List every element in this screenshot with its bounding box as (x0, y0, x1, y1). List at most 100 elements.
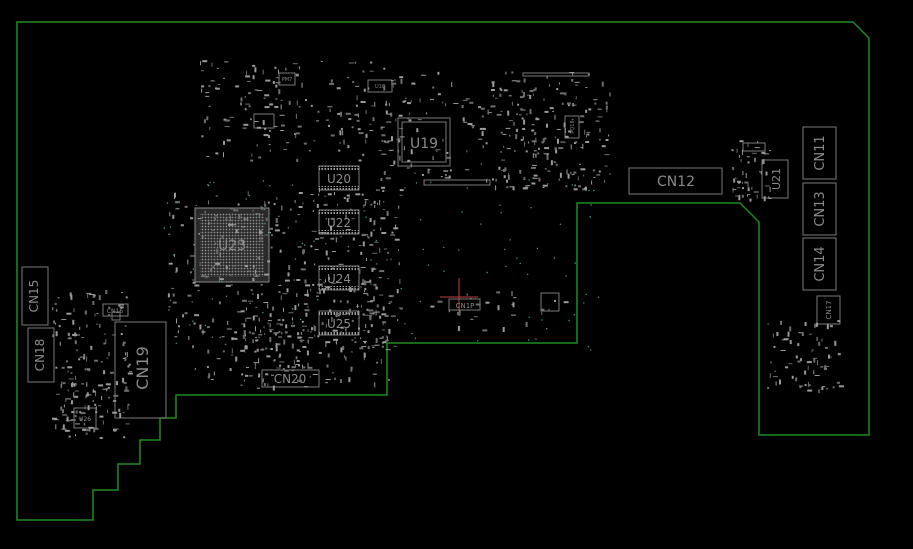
smd-pad (516, 113, 518, 115)
via-dot (443, 246, 445, 249)
smd-pad (369, 312, 374, 315)
smd-pad (246, 80, 251, 82)
smd-pad (465, 169, 470, 171)
component-cn20[interactable]: CN20 (261, 369, 320, 388)
smd-pad (785, 366, 789, 369)
smd-pad (512, 186, 515, 191)
smd-pad (364, 314, 369, 316)
component-cn12[interactable]: CN12 (628, 167, 723, 195)
component-u20[interactable]: U20 (318, 165, 360, 191)
component-pm7[interactable]: PM7 (278, 72, 296, 86)
smd-pad (780, 350, 786, 351)
smd-pad (108, 314, 111, 317)
via-dot (264, 223, 266, 225)
smd-pad (218, 301, 221, 305)
smd-pad (381, 153, 387, 155)
smd-pad (605, 105, 608, 110)
component-u18[interactable]: U18 (367, 79, 393, 93)
component-cn1p[interactable]: CN1P (448, 298, 481, 311)
smd-pad (505, 71, 507, 75)
smd-pad (190, 217, 194, 220)
smd-pad (398, 149, 400, 153)
smd-pad (241, 299, 247, 302)
component-u22[interactable]: U22 (318, 209, 360, 235)
smd-pad (421, 74, 427, 76)
smd-pad (204, 210, 206, 213)
via-dot (375, 240, 377, 242)
smd-pad (209, 127, 211, 130)
smd-pad (398, 249, 399, 252)
smd-pad (250, 289, 253, 292)
smd-pad (396, 289, 399, 294)
smd-pad (522, 128, 526, 130)
via-dot (573, 314, 575, 316)
component-cn17[interactable]: CN17 (816, 295, 841, 325)
smd-pad (304, 309, 310, 312)
smd-pad (260, 293, 263, 296)
component-u24[interactable]: U24 (318, 265, 360, 291)
smd-pad (580, 147, 583, 149)
smd-pad (245, 374, 248, 377)
smd-pad (89, 294, 94, 295)
smd-pad (172, 214, 175, 219)
smd-pad (296, 158, 299, 162)
component-u19[interactable]: U19 (397, 117, 451, 167)
smd-pad (245, 307, 247, 311)
via-dot (500, 212, 502, 214)
smd-pad (388, 303, 391, 305)
smd-pad (346, 300, 349, 304)
smd-pad (279, 130, 284, 131)
smd-pad (254, 89, 258, 91)
smd-pad (732, 187, 734, 193)
component-u23[interactable]: U23 (194, 207, 270, 283)
smd-pad (374, 220, 376, 225)
smd-pad (279, 364, 282, 367)
smd-pad (269, 337, 272, 343)
via-dot (310, 245, 312, 247)
via-dot (541, 319, 543, 321)
component-cn16[interactable]: CN16 (102, 303, 129, 317)
smd-pad (383, 85, 386, 91)
smd-pad (416, 128, 419, 133)
smd-pad (346, 194, 350, 197)
smd-pad (350, 366, 353, 369)
component-cn13[interactable]: CN13 (802, 182, 837, 236)
smd-pad (534, 140, 536, 145)
smd-pad (380, 358, 382, 364)
smd-pad (555, 148, 558, 154)
component-u21[interactable]: U21 (761, 159, 789, 199)
smd-pad (742, 171, 744, 175)
smd-pad (79, 326, 81, 330)
smd-pad (325, 279, 326, 283)
smd-pad (586, 131, 591, 133)
smd-pad (488, 112, 492, 114)
component-cn14[interactable]: CN14 (802, 237, 837, 291)
smd-pad (593, 176, 596, 178)
smd-pad (478, 138, 483, 140)
smd-pad (436, 149, 438, 153)
component-cn18[interactable]: CN18 (27, 327, 55, 383)
smd-pad (330, 282, 336, 284)
smd-pad (826, 387, 828, 390)
smd-pad (267, 383, 269, 388)
smd-pad (247, 191, 249, 196)
smd-pad (470, 125, 475, 127)
smd-pad (245, 103, 251, 105)
smd-pad (381, 134, 386, 137)
smd-pad (287, 226, 289, 229)
component-cn11[interactable]: CN11 (802, 126, 837, 180)
smd-pad (799, 386, 802, 389)
smd-pad (371, 105, 374, 107)
smd-pad (731, 149, 734, 152)
smd-pad (302, 202, 304, 205)
smd-pad (284, 331, 288, 334)
component-cn15[interactable]: CN15 (21, 266, 49, 326)
smd-pad (491, 89, 495, 91)
smd-pad (57, 297, 60, 299)
smd-pad (347, 145, 350, 149)
smd-pad (215, 152, 219, 155)
smd-pad (732, 166, 735, 170)
component-cn19[interactable]: CN19 (114, 321, 167, 419)
smd-pad (63, 404, 65, 408)
smd-pad (182, 314, 185, 318)
